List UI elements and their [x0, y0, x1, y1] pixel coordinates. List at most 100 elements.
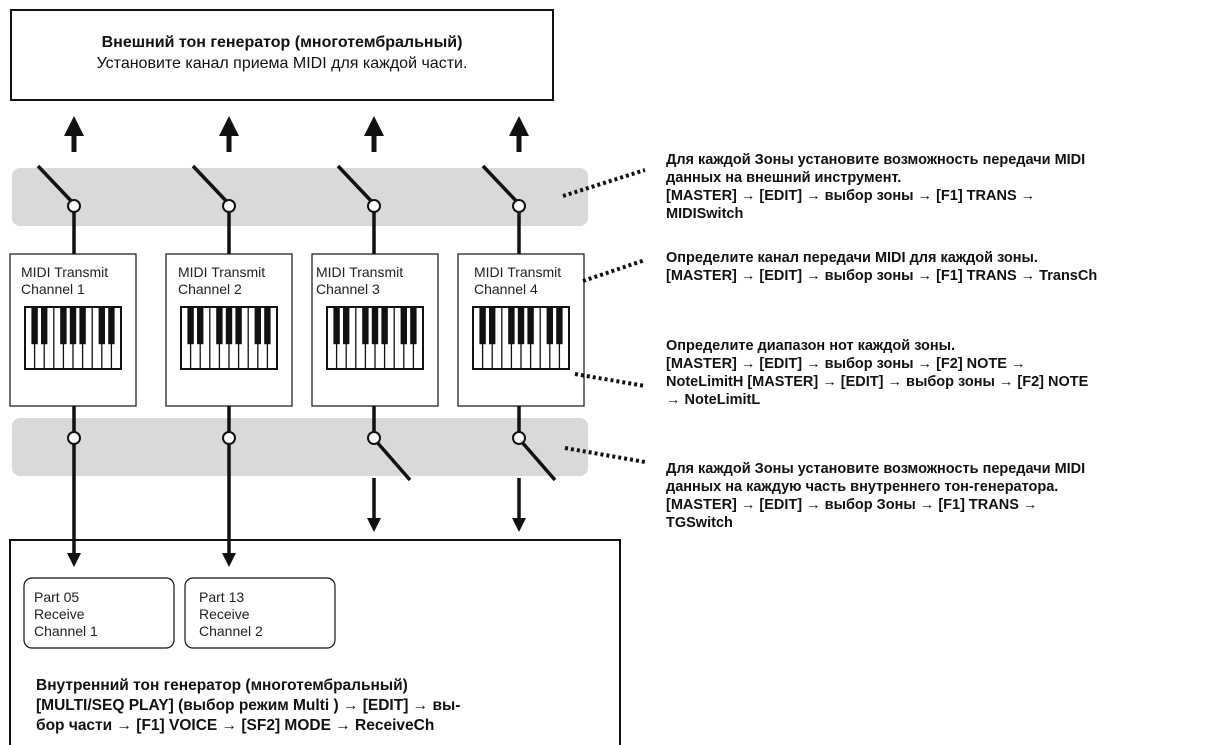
note-note-limit: Определите диапазон нот каждой зоны. [MA…: [666, 337, 1088, 409]
part-box-13: [184, 577, 336, 649]
lower-switch-lever: [519, 439, 557, 482]
black-key: [41, 307, 48, 345]
black-key: [69, 307, 77, 345]
internal-title: Внутренний тон генератор (многотембральн…: [36, 677, 408, 694]
note-line: Определите канал передачи MIDI для каждо…: [666, 250, 1038, 266]
upper-switch-lever: [36, 164, 76, 206]
black-key: [479, 307, 486, 345]
note-line: → NoteLimitL: [666, 392, 761, 408]
zone-label-3: MIDI Transmit Channel 3: [316, 264, 403, 298]
switches: [67, 199, 526, 445]
lower-switch-node: [67, 431, 81, 445]
lower-switch-node: [512, 431, 526, 445]
internal-path-line2: бор части → [F1] VOICE → [SF2] MODE → Re…: [36, 717, 435, 734]
black-key: [197, 307, 204, 345]
zone-label-1: MIDI Transmit Channel 1: [21, 264, 108, 298]
black-key: [400, 307, 407, 345]
note-midi-switch: Для каждой Зоны установите возможность п…: [666, 151, 1085, 223]
note-line: MIDISwitch: [666, 206, 744, 222]
black-key: [264, 307, 271, 345]
leader-line-3: [574, 372, 646, 388]
zone-label-line2: Channel 2: [178, 281, 242, 297]
upper-switch-node: [222, 199, 236, 213]
black-key: [235, 307, 242, 345]
black-key: [60, 307, 67, 345]
black-key: [333, 307, 340, 345]
note-tg-switch: Для каждой Зоны установите возможность п…: [666, 460, 1085, 532]
black-key: [343, 307, 350, 345]
upper-switch-band: [12, 168, 588, 226]
part-box-05: [23, 577, 175, 649]
black-key: [546, 307, 553, 345]
upper-switch-node: [367, 199, 381, 213]
note-line: Определите диапазон нот каждой зоны.: [666, 338, 956, 354]
zone-label-2: MIDI Transmit Channel 2: [178, 264, 265, 298]
external-tone-generator-box: [10, 9, 554, 101]
note-line: [MASTER] → [EDIT] → выбор зоны → [F1] TR…: [666, 188, 1036, 204]
upper-switch-lever: [191, 164, 231, 206]
zone-label-line1: MIDI Transmit: [178, 264, 266, 280]
zone-label-line1: MIDI Transmit: [474, 264, 562, 280]
black-key: [79, 307, 86, 345]
black-key: [362, 307, 369, 345]
part-label-line3: Channel 1: [34, 623, 98, 639]
part-label-line2: Receive: [199, 606, 250, 622]
part-label-line1: Part 13: [199, 589, 245, 605]
leader-line-2: [582, 258, 646, 283]
black-key: [216, 307, 223, 345]
lower-switch-node: [367, 431, 381, 445]
part-label-line3: Channel 2: [199, 623, 263, 639]
upper-switch-node: [512, 199, 526, 213]
note-line: Для каждой Зоны установите возможность п…: [666, 152, 1086, 168]
zone-label-line1: MIDI Transmit: [316, 264, 404, 280]
external-tone-generator-subtitle: Установите канал приема MIDI для каждой …: [96, 55, 468, 72]
part-label-line1: Part 05: [34, 589, 80, 605]
part-label-line2: Receive: [34, 606, 85, 622]
black-key: [108, 307, 115, 345]
black-key: [517, 307, 525, 345]
note-line: данных на каждую часть внутреннего тон-г…: [666, 479, 1059, 495]
signal-paths: [36, 116, 557, 567]
black-key: [489, 307, 496, 345]
black-key: [410, 307, 417, 345]
part-label-05: Part 05 Receive Channel 1: [34, 589, 98, 640]
note-trans-ch: Определите канал передачи MIDI для каждо…: [666, 249, 1097, 285]
note-line: NoteLimitH [MASTER] → [EDIT] → выбор зон…: [666, 374, 1089, 390]
internal-tone-generator-text: Внутренний тон генератор (многотембральн…: [36, 676, 616, 736]
leader-line-1: [562, 168, 646, 198]
black-key: [527, 307, 534, 345]
upper-switch-node: [67, 199, 81, 213]
upper-switch-lever: [336, 164, 376, 206]
note-line: данных на внешний инструмент.: [666, 170, 902, 186]
zone-label-line2: Channel 4: [474, 281, 538, 297]
lower-switch-lever: [374, 439, 412, 482]
part-label-13: Part 13 Receive Channel 2: [199, 589, 263, 640]
lower-switch-band: [12, 418, 588, 476]
keyboards: [24, 306, 570, 370]
leader-lines: [562, 168, 646, 464]
zone-label-line2: Channel 3: [316, 281, 380, 297]
black-key: [225, 307, 233, 345]
lower-switch-node: [222, 431, 236, 445]
note-line: TGSwitch: [666, 515, 733, 531]
note-line: [MASTER] → [EDIT] → выбор Зоны → [F1] TR…: [666, 497, 1038, 513]
zone-label-4: MIDI Transmit Channel 4: [474, 264, 561, 298]
note-line: [MASTER] → [EDIT] → выбор зоны → [F1] TR…: [666, 268, 1098, 284]
internal-path-line1: [MULTI/SEQ PLAY] (выбор режим Multi ) → …: [36, 697, 461, 714]
external-tone-generator-title: Внешний тон генератор (многотембральный): [101, 34, 463, 51]
black-key: [508, 307, 515, 345]
black-key: [371, 307, 379, 345]
black-key: [556, 307, 563, 345]
black-key: [254, 307, 261, 345]
upper-switch-lever: [481, 164, 521, 206]
leader-line-4: [564, 446, 646, 464]
black-key: [98, 307, 105, 345]
black-key: [381, 307, 388, 345]
black-key: [187, 307, 194, 345]
black-key: [31, 307, 38, 345]
note-line: Для каждой Зоны установите возможность п…: [666, 461, 1086, 477]
zone-label-line2: Channel 1: [21, 281, 85, 297]
zone-label-line1: MIDI Transmit: [21, 264, 109, 280]
note-line: [MASTER] → [EDIT] → выбор зоны → [F2] NO…: [666, 356, 1026, 372]
